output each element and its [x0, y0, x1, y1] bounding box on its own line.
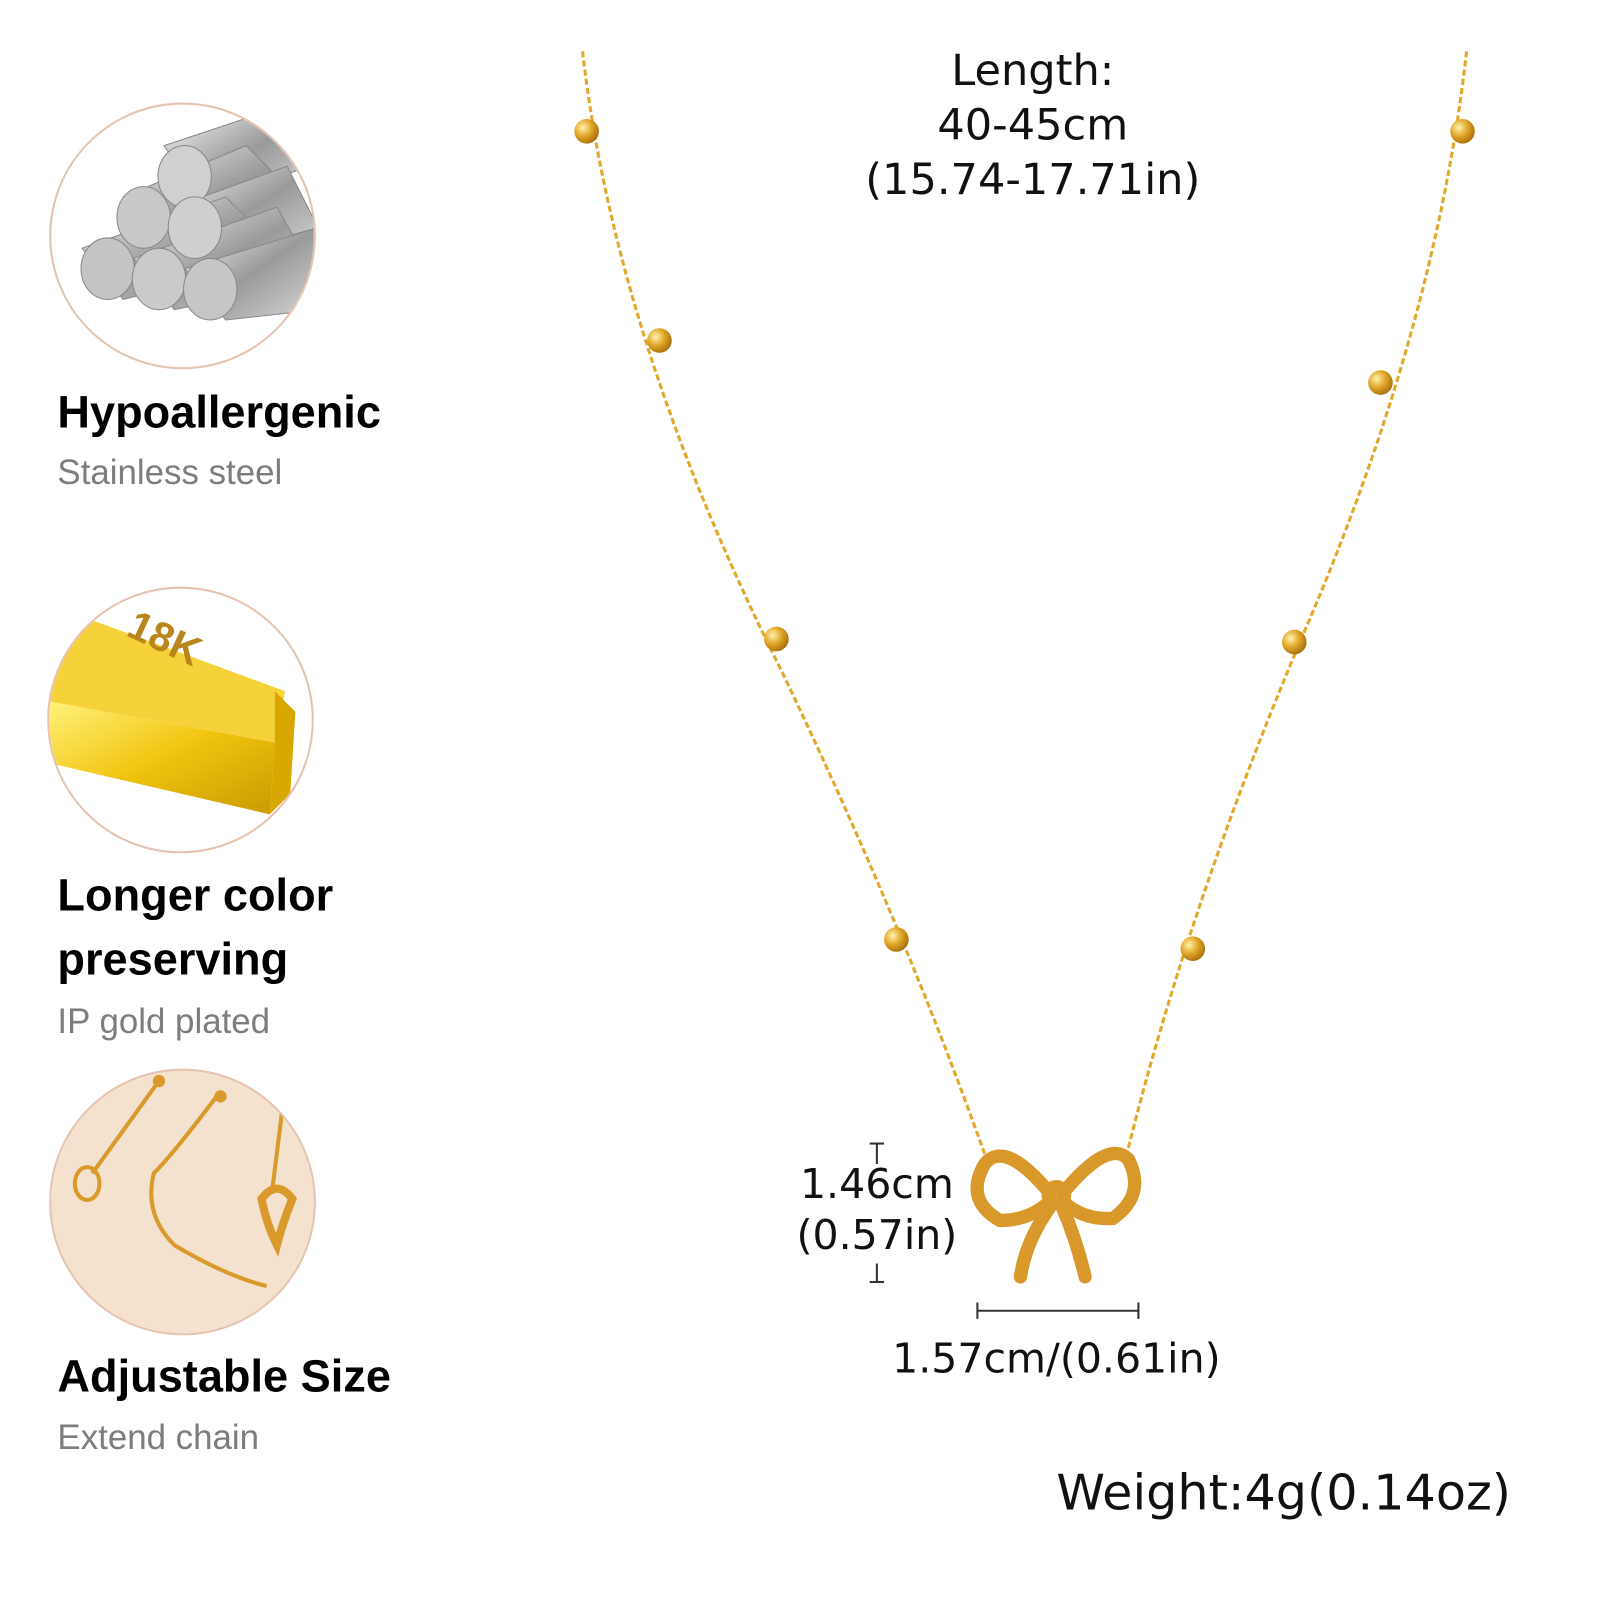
length-cm: 40-45cm — [937, 99, 1129, 150]
pendant-width: 1.57cm/(0.61in) — [892, 1335, 1221, 1383]
feature-title-line1: Longer color — [57, 870, 334, 921]
length-label: Length: 40-45cm (15.74-17.71in) — [828, 43, 1238, 206]
extend-chain-image — [49, 1068, 316, 1336]
feature-title: Hypoallergenic — [57, 387, 381, 438]
chain-beads — [574, 118, 1475, 961]
feature-title: Longer color preserving — [57, 865, 333, 992]
chain-right — [1126, 51, 1469, 1150]
feature-subtitle: Extend chain — [57, 1418, 260, 1458]
gold-bar-image: 18K — [47, 586, 314, 854]
length-in: (15.74-17.71in) — [865, 153, 1201, 205]
pendant-height-cm: 1.46cm — [799, 1160, 954, 1209]
pendant-height-in: (0.57in) — [796, 1212, 958, 1260]
dimension-lines — [869, 1142, 1140, 1319]
feature-subtitle: IP gold plated — [57, 1002, 271, 1041]
steel-rods-image — [49, 102, 316, 370]
pendant-height: 1.46cm (0.57in) — [774, 1159, 979, 1262]
chain-left — [581, 51, 987, 1155]
feature-title-line2: preserving — [57, 934, 289, 985]
bow-pendant — [970, 1146, 1142, 1284]
length-title: Length: — [951, 45, 1115, 96]
weight-label: Weight:4g(0.14oz) — [1056, 1464, 1512, 1522]
feature-title: Adjustable Size — [57, 1351, 391, 1402]
feature-subtitle: Stainless steel — [57, 453, 283, 493]
